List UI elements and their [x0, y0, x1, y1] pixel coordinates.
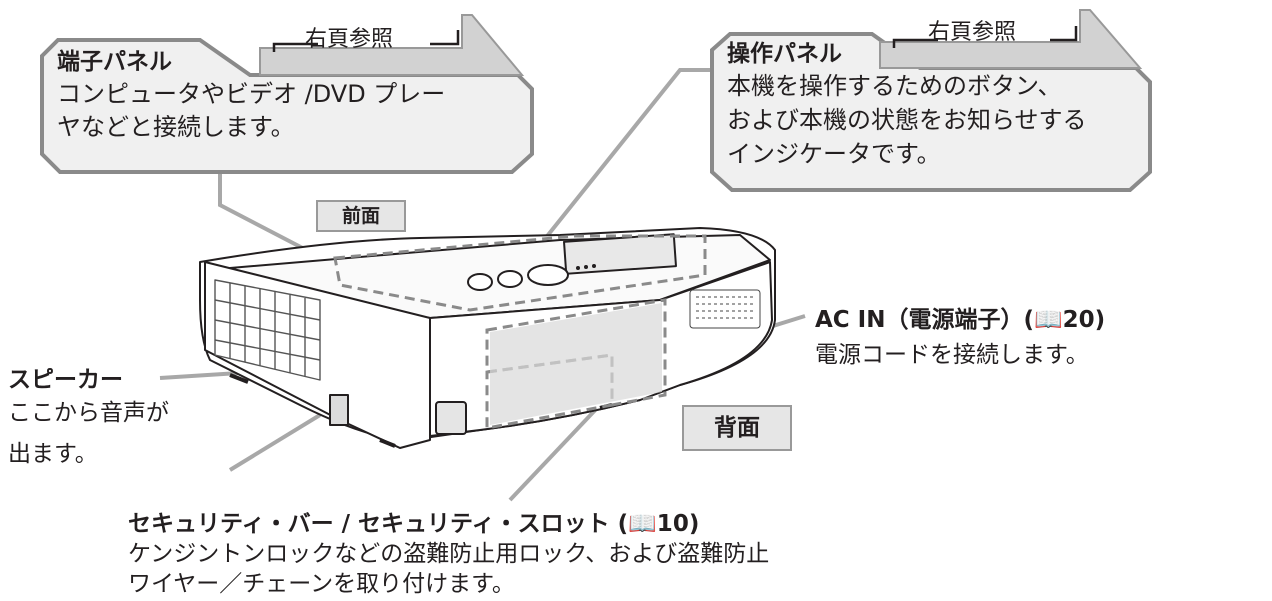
ac-in-title: AC IN（電源端子）(📖20): [815, 307, 1106, 333]
callout-terminal-bubble: [40, 38, 534, 174]
callout-terminal-title: 端子パネル: [57, 49, 172, 75]
callout-control-tab: 右頁参照: [928, 20, 1017, 45]
callout-terminal-panel: [40, 14, 534, 174]
ac-in-socket: [435, 401, 467, 435]
leader-control: [518, 68, 712, 272]
tab-arrow-control: [879, 9, 1143, 69]
front-tag: 前面: [316, 200, 406, 232]
control-button-3: [527, 264, 569, 286]
indicator-dots: [576, 264, 596, 270]
speaker-grille: [214, 279, 321, 381]
leader-security-slot: [508, 403, 602, 502]
callout-control-panel: [710, 9, 1152, 192]
front-vent: [689, 289, 761, 329]
callout-terminal-tab: 右頁参照: [305, 27, 394, 52]
tab-bracket-control: [892, 26, 1078, 48]
terminal-panel-shade: [490, 303, 662, 425]
callout-control-line-3: インジケータです。: [727, 140, 941, 168]
callout-control-title: 操作パネル: [727, 41, 842, 67]
callout-terminal-line-1: コンピュータやビデオ /DVD プレー: [57, 80, 446, 108]
ac-in-body: 電源コードを接続します。: [815, 342, 1089, 368]
tab-bracket-terminal: [272, 30, 460, 52]
callout-control-line-1: 本機を操作するためのボタン、: [727, 72, 1062, 100]
speaker-line-2: 出ます。: [8, 441, 98, 467]
control-button-2: [497, 270, 523, 288]
top-display-panel: [563, 233, 677, 275]
back-tag: 背面: [682, 405, 792, 451]
security-line-1: ケンジントンロックなどの盗難防止用ロック、および盗難防止: [128, 541, 770, 567]
callout-control-line-2: および本機の状態をお知らせする: [727, 106, 1087, 134]
security-line-2: ワイヤー／チェーンを取り付けます。: [128, 571, 515, 597]
highlight-control-panel: [333, 234, 707, 312]
security-title: セキュリティ・バー / セキュリティ・スロット (📖10): [128, 511, 700, 537]
speaker-title: スピーカー: [8, 367, 123, 393]
speaker-line-1: ここから音声が: [8, 400, 169, 426]
leader-security-bar: [228, 413, 322, 472]
tab-arrow-terminal: [259, 14, 525, 76]
callout-terminal-line-2: ヤなどと接続します。: [57, 113, 295, 141]
control-button-1: [467, 273, 493, 291]
security-bar: [329, 394, 349, 426]
